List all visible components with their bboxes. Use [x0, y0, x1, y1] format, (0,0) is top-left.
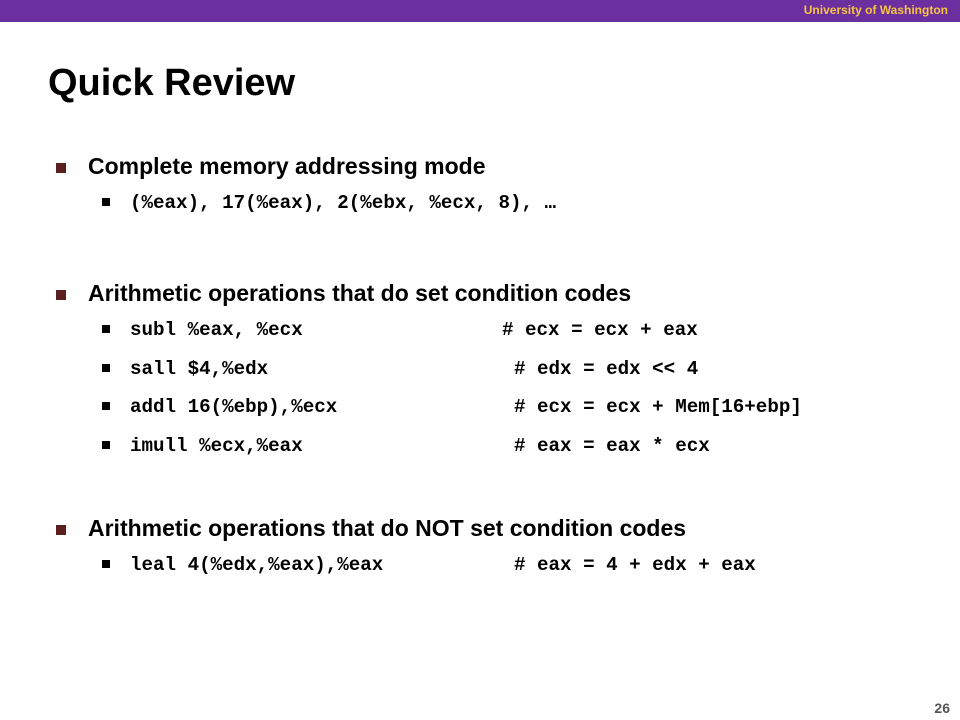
section-heading-row: Arithmetic operations that do NOT set co… [56, 515, 936, 545]
section-set-condition-codes: Arithmetic operations that do set condit… [56, 280, 936, 474]
list-item: sall $4,%edx # edx = edx << 4 [56, 358, 936, 397]
square-bullet-icon [56, 290, 66, 300]
code-text: sall $4,%edx [130, 357, 269, 380]
code-comment: # ecx = ecx + eax [502, 319, 698, 341]
slide-title: Quick Review [48, 62, 296, 104]
list-item: subl %eax, %ecx # ecx = ecx + eax [56, 319, 936, 358]
header-bar: University of Washington [0, 0, 960, 22]
code-text: addl 16(%ebp),%ecx [130, 396, 338, 419]
code-text: subl %eax, %ecx [130, 319, 303, 341]
list-item: imull %ecx,%eax # eax = eax * ecx [56, 435, 936, 474]
sub-bullet-icon [102, 402, 110, 411]
section-no-condition-codes: Arithmetic operations that do NOT set co… [56, 515, 936, 593]
square-bullet-icon [56, 163, 66, 173]
sub-bullet-icon [102, 325, 110, 333]
sub-bullet-icon [102, 560, 110, 568]
code-text: leal 4(%edx,%eax),%eax [130, 554, 384, 576]
sub-bullet-icon [102, 441, 110, 450]
square-bullet-icon [56, 525, 66, 535]
code-comment: # eax = eax * ecx [514, 435, 710, 458]
section-heading: Complete memory addressing mode [88, 153, 486, 179]
list-item: leal 4(%edx,%eax),%eax # eax = 4 + edx +… [56, 554, 936, 593]
section-addressing-mode: Complete memory addressing mode (%eax), … [56, 153, 936, 231]
page-number: 26 [934, 700, 950, 716]
section-heading-row: Complete memory addressing mode [56, 153, 936, 183]
sub-bullet-icon [102, 198, 110, 206]
sub-bullet-icon [102, 363, 110, 372]
code-comment: # eax = 4 + edx + eax [514, 554, 756, 576]
institution-label: University of Washington [803, 3, 948, 17]
section-heading: Arithmetic operations that do set condit… [88, 280, 632, 306]
code-text: (%eax), 17(%eax), 2(%ebx, %ecx, 8), … [130, 192, 557, 214]
section-heading-row: Arithmetic operations that do set condit… [56, 280, 936, 310]
section-heading: Arithmetic operations that do NOT set co… [88, 515, 687, 541]
list-item: (%eax), 17(%eax), 2(%ebx, %ecx, 8), … [56, 192, 936, 231]
list-item: addl 16(%ebp),%ecx # ecx = ecx + Mem[16+… [56, 396, 936, 435]
code-comment: # edx = edx << 4 [514, 357, 699, 380]
code-text: imull %ecx,%eax [130, 435, 303, 458]
code-comment: # ecx = ecx + Mem[16+ebp] [514, 396, 802, 419]
